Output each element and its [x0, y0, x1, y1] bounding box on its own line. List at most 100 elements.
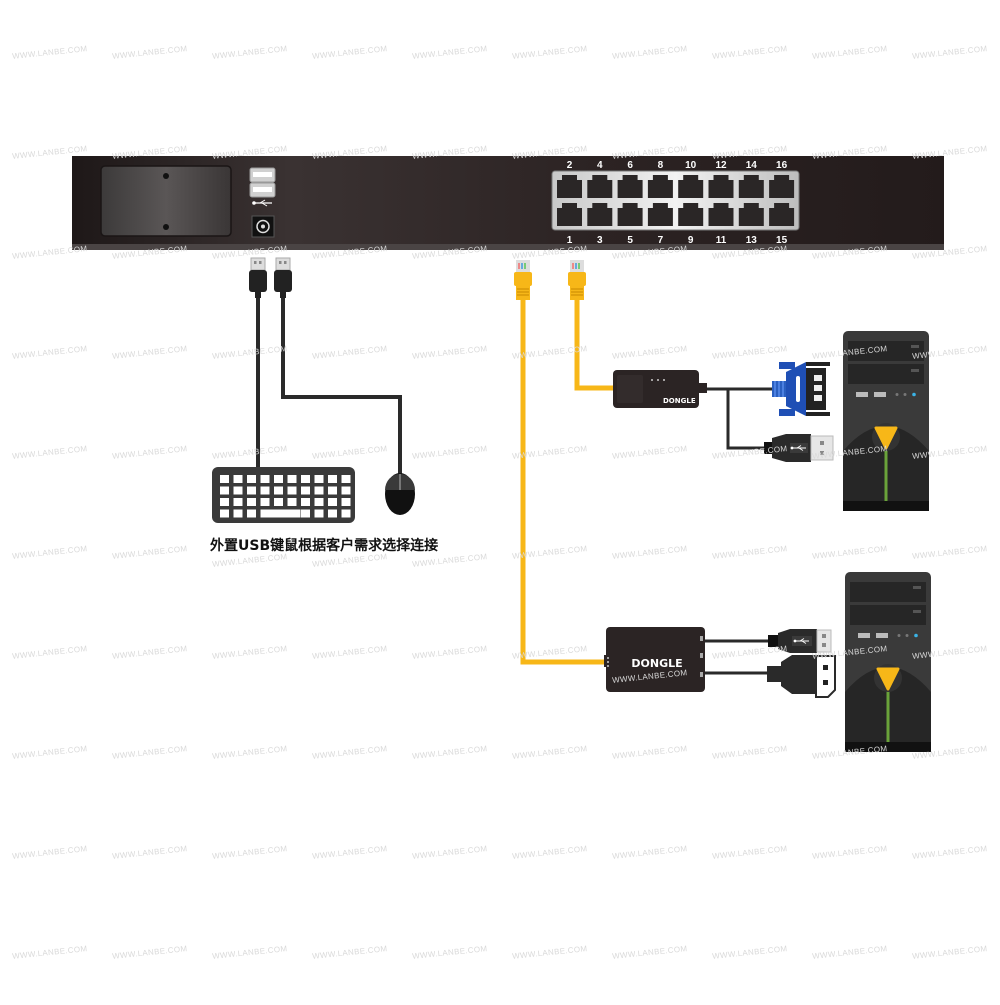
port-number-label: 3 — [597, 235, 603, 246]
keyboard-key — [220, 486, 229, 495]
port-number-label: 16 — [776, 160, 788, 171]
keyboard-key — [260, 475, 270, 483]
keyboard-key — [287, 498, 297, 506]
rj45-port[interactable] — [738, 203, 764, 226]
rj45-port[interactable] — [678, 175, 704, 198]
keyboard-key — [233, 475, 243, 483]
rj45-port[interactable] — [738, 175, 764, 198]
screw-icon — [163, 224, 169, 230]
keyboard-key — [314, 509, 324, 518]
port-number-label: 8 — [658, 160, 664, 171]
vga-connector — [772, 362, 830, 416]
front-usb-port — [876, 633, 888, 638]
rj45-port[interactable] — [708, 175, 734, 198]
keyboard-key — [220, 498, 229, 506]
keyboard-key — [287, 486, 297, 495]
keyboard-key — [247, 509, 256, 518]
power-button — [876, 667, 900, 691]
keyboard-key — [220, 475, 229, 483]
port-number-label: 2 — [567, 160, 573, 171]
port-number-label: 15 — [776, 235, 788, 246]
keyboard-key — [247, 475, 256, 483]
usb-icon — [793, 638, 809, 644]
usb-plug-mouse — [274, 257, 292, 298]
keyboard-key — [247, 498, 256, 506]
keyboard-key — [328, 486, 337, 495]
rj45-port[interactable] — [617, 203, 643, 226]
power-jack[interactable] — [251, 215, 275, 238]
keyboard-key — [247, 486, 256, 495]
computer-tower-1 — [843, 331, 929, 511]
switch-chassis-base — [72, 244, 944, 250]
usb-plug-keyboard — [249, 257, 267, 298]
rj45-port[interactable] — [769, 175, 795, 198]
rj45-port[interactable] — [587, 175, 613, 198]
keyboard-key — [274, 475, 283, 483]
usb-connector — [764, 434, 834, 462]
mouse-cable — [281, 295, 402, 478]
network-cable-1 — [514, 260, 608, 665]
vga-dongle-cables — [707, 387, 775, 450]
port-number-label: 7 — [658, 235, 664, 246]
keyboard-key — [314, 475, 324, 483]
rj45-port[interactable] — [557, 203, 582, 226]
keyboard-key — [328, 475, 337, 483]
keyboard-key — [314, 486, 324, 495]
rj45-port[interactable] — [708, 203, 734, 226]
usb-connector — [768, 629, 832, 653]
rj45-port[interactable] — [617, 175, 643, 198]
drive-bay — [848, 341, 924, 361]
keyboard-key — [301, 486, 310, 495]
keyboard-key — [233, 498, 243, 506]
usb-icon — [790, 445, 806, 451]
keyboard-key — [287, 475, 297, 483]
port-number-label: 12 — [715, 160, 727, 171]
dp-dongle: DONGLE — [604, 627, 705, 692]
usb-keyboard-mouse-cables — [249, 257, 402, 478]
dp-dongle-cables — [705, 639, 780, 675]
rj45-port[interactable] — [647, 175, 673, 198]
keyboard-key — [274, 486, 283, 495]
keyboard-key — [301, 509, 310, 518]
port-number-label: 1 — [567, 235, 573, 246]
keyboard-key — [328, 509, 337, 518]
keyboard-key — [328, 498, 337, 506]
usb-icon — [252, 199, 272, 207]
keyboard-key — [301, 498, 310, 506]
front-usb-port — [856, 392, 868, 397]
port-number-label: 14 — [746, 160, 758, 171]
port-number-label: 10 — [685, 160, 697, 171]
dongle-label: DONGLE — [663, 397, 696, 405]
power-led — [912, 392, 916, 397]
mouse-icon — [385, 473, 415, 515]
keyboard-key — [220, 509, 229, 518]
keyboard-key — [260, 509, 301, 518]
port-number-label: 9 — [688, 235, 694, 246]
port-number-label: 11 — [716, 235, 727, 246]
rj45-port[interactable] — [647, 203, 673, 226]
rj45-port[interactable] — [587, 203, 613, 226]
keyboard-key — [341, 509, 351, 518]
port-number-label: 4 — [597, 160, 603, 171]
keyboard-key — [314, 498, 324, 506]
vga-dongle: DONGLE — [613, 370, 707, 408]
rj45-port[interactable] — [769, 203, 795, 226]
rj45-port[interactable] — [557, 175, 582, 198]
keyboard-key — [274, 498, 283, 506]
port-number-label: 6 — [627, 160, 633, 171]
displayport-connector — [767, 655, 836, 698]
power-led — [914, 633, 918, 638]
keyboard-key — [341, 475, 351, 483]
rj45-port[interactable] — [678, 203, 704, 226]
keyboard-key — [341, 486, 351, 495]
keyboard-key — [301, 475, 310, 483]
usb-ports[interactable] — [249, 167, 276, 207]
keyboard-key — [233, 486, 243, 495]
rack-mount-panel — [100, 165, 232, 237]
drive-bay — [850, 582, 926, 602]
keyboard-key — [341, 498, 351, 506]
computer-tower-2 — [845, 572, 931, 752]
